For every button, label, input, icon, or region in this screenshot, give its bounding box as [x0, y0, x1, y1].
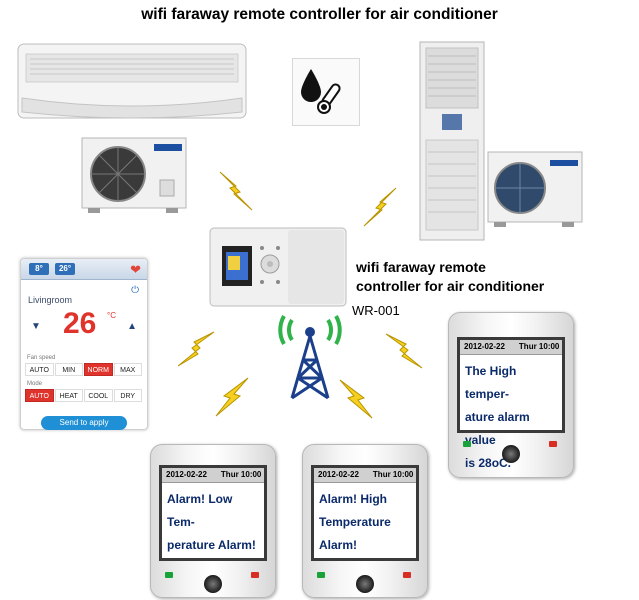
alarm-message: Alarm! Low Tem- perature Alarm!	[167, 488, 260, 557]
phone-date: 2012-02-22	[318, 470, 359, 479]
alarm-message-line: Alarm!	[319, 538, 358, 552]
mode-option-cool[interactable]: COOL	[84, 389, 113, 402]
controller-caption-line2: controller for air conditioner	[356, 278, 545, 294]
page-title: wifi faraway remote controller for air c…	[141, 6, 498, 23]
fan-speed-options: AUTO MIN NORM MAX	[25, 363, 143, 376]
phone-date: 2012-02-22	[464, 342, 505, 351]
mode-option-dry[interactable]: DRY	[113, 389, 142, 402]
phone-date: 2012-02-22	[166, 470, 207, 479]
mobile-app-panel: 8° 26° ❤ Livingroom ⏻ ▼ 26 °C ▲ Fan spee…	[20, 258, 148, 430]
controller-caption: wifi faraway remote controller for air c…	[356, 258, 544, 296]
wall-air-conditioner-image	[17, 43, 247, 119]
phone-screen: 2012-02-22 Thur 10:00 The High temper- at…	[457, 337, 565, 470]
heart-icon[interactable]: ❤	[130, 262, 141, 277]
phone-low-temperature-alarm: 2012-02-22 Thur 10:00 Alarm! Low Tem- per…	[150, 444, 276, 598]
fan-option-min[interactable]: MIN	[54, 363, 83, 376]
lightning-bolt-icon	[385, 333, 423, 369]
center-key[interactable]	[204, 575, 222, 593]
model-number: WR-001	[352, 303, 400, 318]
lightning-bolt-icon	[177, 331, 215, 367]
outdoor-temp-chip: 8°	[29, 263, 49, 275]
temp-down-icon[interactable]: ▼	[31, 321, 41, 332]
send-to-apply-button[interactable]: Send to apply	[41, 416, 127, 430]
end-key[interactable]	[251, 572, 259, 578]
alarm-message-line: The High temper-	[465, 364, 517, 401]
phone-high-alarm-value: 2012-02-22 Thur 10:00 The High temper- at…	[448, 312, 574, 478]
end-key[interactable]	[549, 441, 557, 447]
center-key[interactable]	[502, 445, 520, 463]
temp-up-icon[interactable]: ▲	[127, 321, 137, 332]
alarm-message-line: Temperature	[319, 515, 391, 529]
humidity-thermometer-icon	[292, 58, 360, 126]
set-temperature: 26	[63, 307, 97, 340]
mode-option-auto[interactable]: AUTO	[25, 389, 54, 402]
floor-air-conditioner-image	[419, 41, 485, 241]
center-key[interactable]	[356, 575, 374, 593]
phone-screen: 2012-02-22 Thur 10:00 Alarm! Low Tem- per…	[159, 465, 267, 561]
phone-status-bar: 2012-02-22 Thur 10:00	[314, 468, 416, 483]
call-key[interactable]	[317, 572, 325, 578]
temperature-unit: °C	[107, 311, 116, 320]
room-name: Livingroom	[28, 295, 73, 305]
alarm-message-line: ature alarm value	[465, 410, 530, 447]
alarm-message: Alarm! High Temperature Alarm!	[319, 488, 412, 557]
outdoor-unit-image	[81, 137, 187, 213]
phone-status-bar: 2012-02-22 Thur 10:00	[460, 340, 562, 355]
fan-option-norm[interactable]: NORM	[84, 363, 113, 376]
lightning-bolt-icon	[215, 377, 249, 417]
end-key[interactable]	[403, 572, 411, 578]
call-key[interactable]	[463, 441, 471, 447]
alarm-message-line: Alarm! Low Tem-	[167, 492, 233, 529]
phone-screen: 2012-02-22 Thur 10:00 Alarm! High Tempera…	[311, 465, 419, 561]
indoor-temp-chip: 26°	[55, 263, 75, 275]
outdoor-unit-image	[487, 151, 583, 227]
wifi-antenna-icon	[278, 315, 342, 400]
alarm-message-line: perature Alarm!	[167, 538, 256, 552]
mode-label: Mode	[27, 381, 43, 387]
power-icon[interactable]: ⏻	[131, 285, 139, 296]
alarm-message: The High temper- ature alarm value is 28…	[465, 360, 558, 475]
fan-option-auto[interactable]: AUTO	[25, 363, 54, 376]
lightning-bolt-icon	[219, 171, 253, 211]
phone-day-time: Thur 10:00	[372, 470, 414, 479]
phone-day-time: Thur 10:00	[518, 342, 560, 351]
mode-options: AUTO HEAT COOL DRY	[25, 389, 143, 402]
phone-day-time: Thur 10:00	[220, 470, 262, 479]
fan-option-max[interactable]: MAX	[113, 363, 142, 376]
mode-option-heat[interactable]: HEAT	[54, 389, 83, 402]
controller-caption-line1: wifi faraway remote	[356, 259, 486, 275]
fan-speed-label: Fan speed	[27, 355, 56, 361]
wifi-controller-device-image	[209, 227, 347, 307]
call-key[interactable]	[165, 572, 173, 578]
phone-high-temperature-alarm: 2012-02-22 Thur 10:00 Alarm! High Tempera…	[302, 444, 428, 598]
phone-status-bar: 2012-02-22 Thur 10:00	[162, 468, 264, 483]
alarm-message-line: Alarm! High	[319, 492, 388, 506]
lightning-bolt-icon	[363, 187, 397, 227]
lightning-bolt-icon	[339, 379, 373, 419]
alarm-message-line: is 28oC.	[465, 456, 512, 470]
app-header: 8° 26° ❤	[21, 259, 147, 280]
